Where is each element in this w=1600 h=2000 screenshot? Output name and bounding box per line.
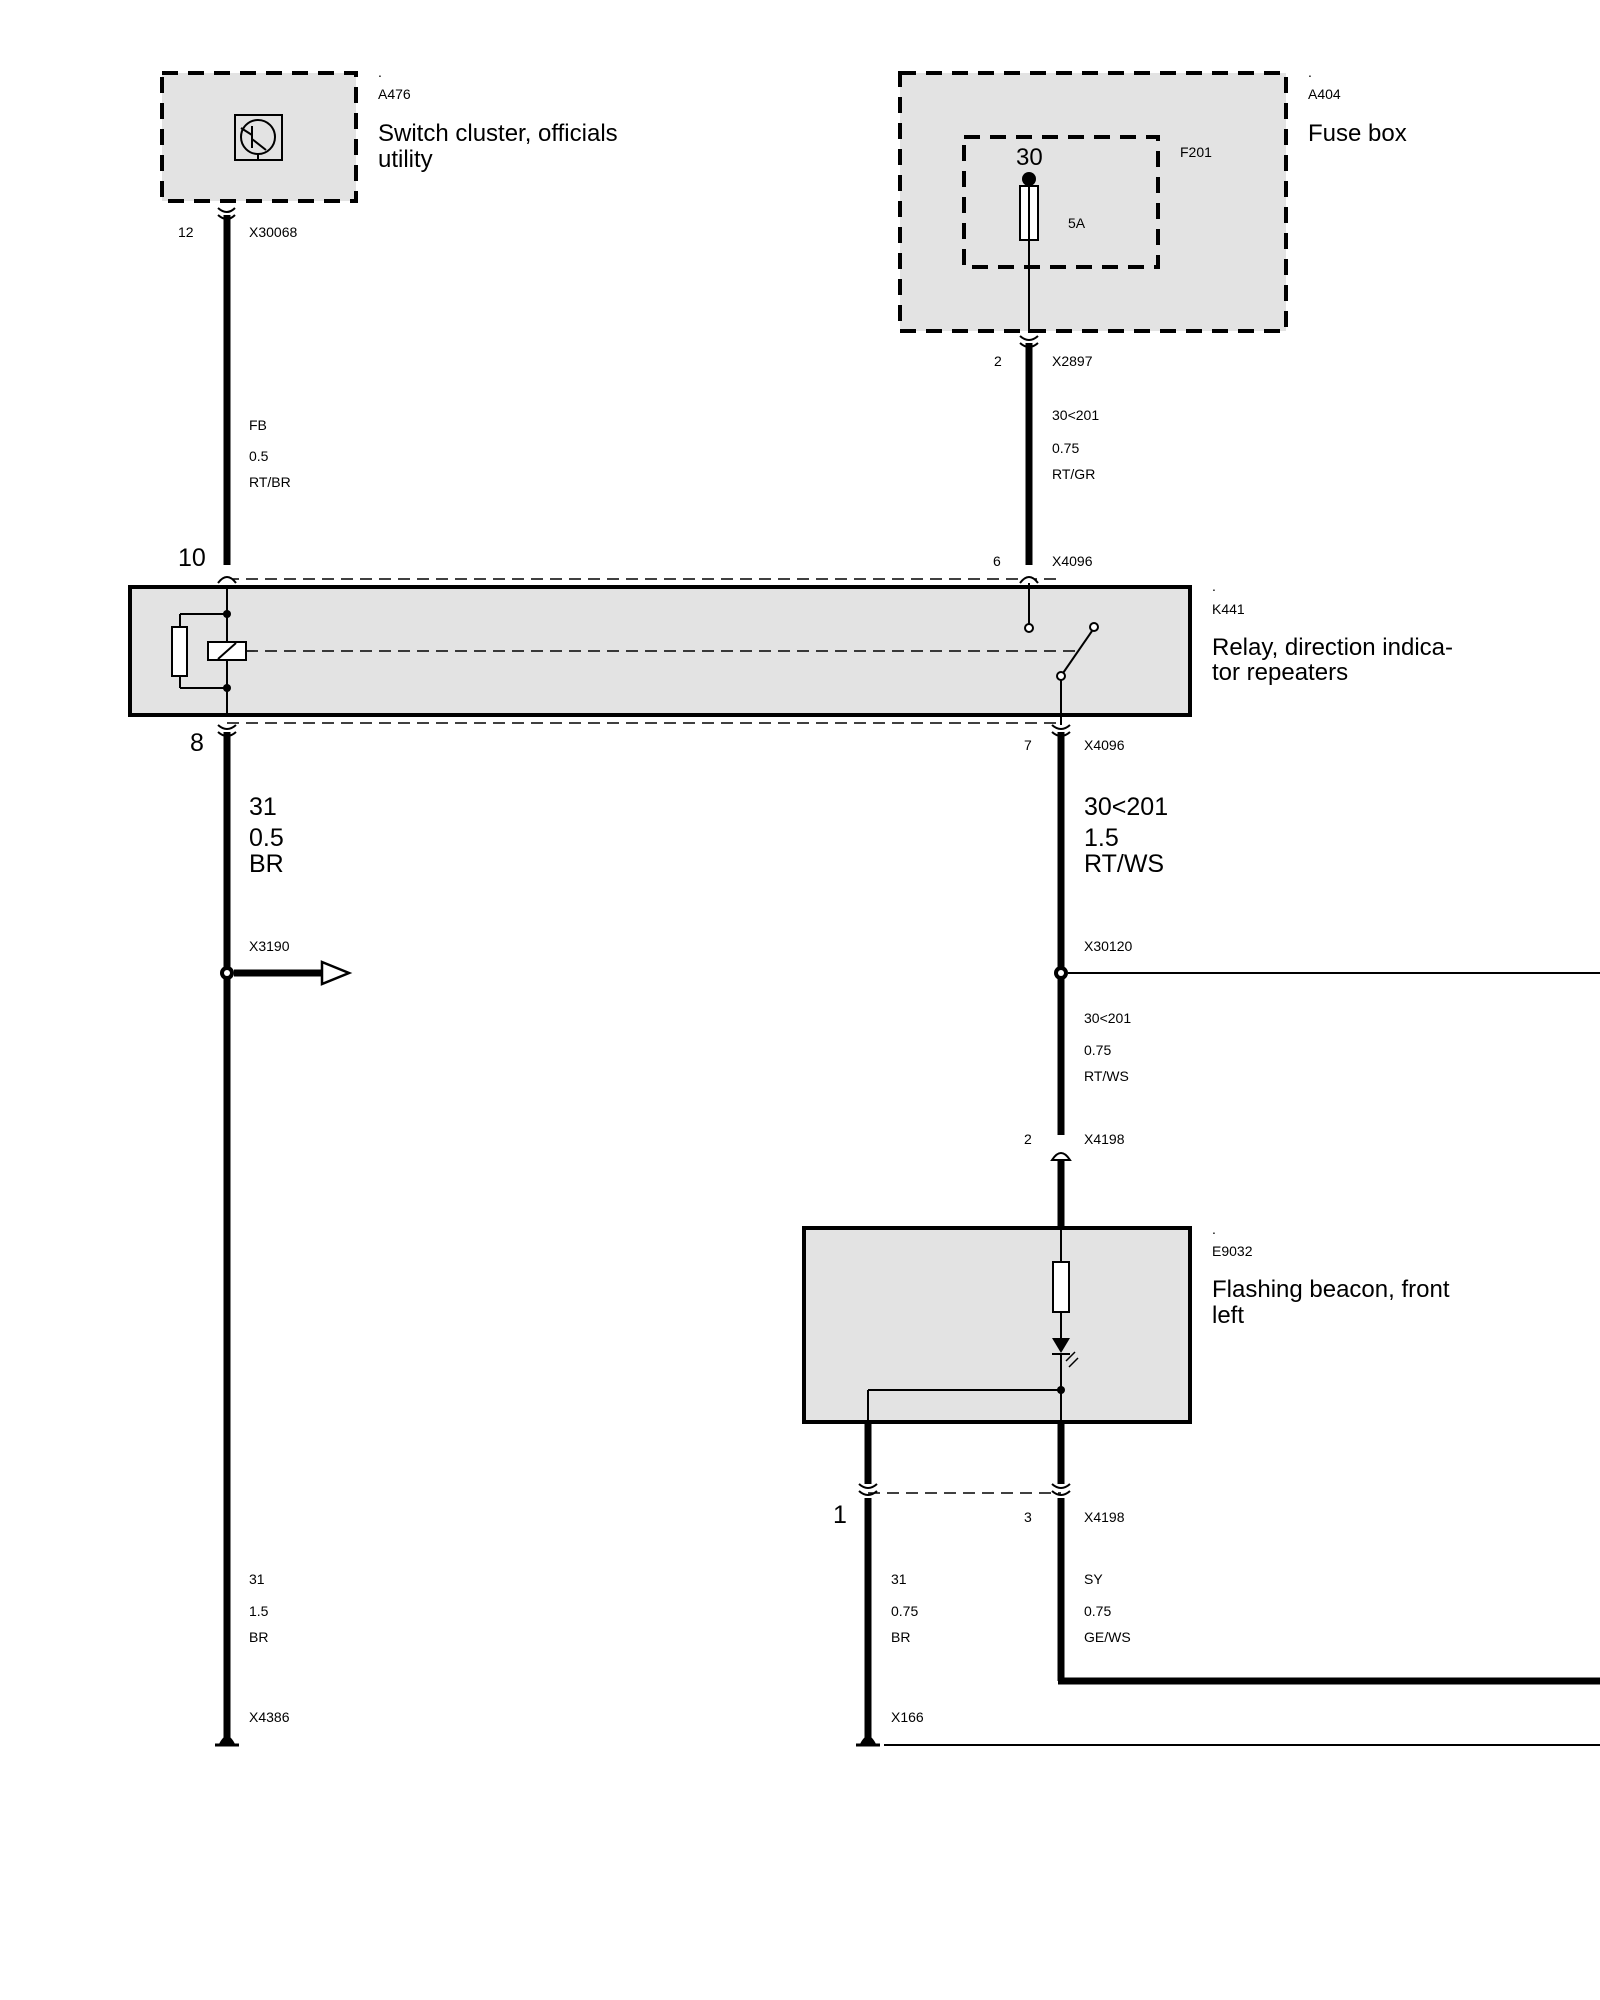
led-icon xyxy=(1052,1338,1070,1353)
wire-rtws-075-signal: 30<201 xyxy=(1084,1010,1131,1026)
component-e9032: . E9032 Flashing beacon, front left xyxy=(802,1221,1450,1424)
ground-x166-icon xyxy=(860,1736,876,1744)
switch-contact-nc xyxy=(1024,623,1034,633)
resistor-icon xyxy=(1052,1261,1070,1313)
a476-name-line1: Switch cluster, officials xyxy=(378,120,618,147)
switch-arm xyxy=(1060,630,1093,677)
a476-id: A476 xyxy=(378,86,411,102)
e9032-dot: . xyxy=(1212,1221,1216,1237)
x30120-id: X30120 xyxy=(1084,938,1132,954)
wire-fb-size: 0.5 xyxy=(249,448,269,464)
f201-rating: 5A xyxy=(1068,215,1086,231)
x4096-pin-7: 7 xyxy=(1024,737,1032,753)
wire-fb-signal: FB xyxy=(249,417,267,433)
x4096-top-id: X4096 xyxy=(1052,553,1093,569)
x2897-pin: 2 xyxy=(994,353,1002,369)
wire-fb-color: RT/BR xyxy=(249,474,291,490)
x4198-pin-3: 3 xyxy=(1024,1509,1032,1525)
x4096-pin-6: 6 xyxy=(993,553,1001,569)
wire-rtgr-size: 0.75 xyxy=(1052,440,1079,456)
component-a404: . A404 Fuse box F201 30 5A xyxy=(898,64,1407,333)
e9032-name-line2: left xyxy=(1212,1302,1244,1329)
x4096-bottom-id: X4096 xyxy=(1084,737,1125,753)
x30068-id: X30068 xyxy=(249,224,297,240)
ground-x4386-icon xyxy=(219,1736,235,1744)
a404-id: A404 xyxy=(1308,86,1341,102)
wire-31-05-color: BR xyxy=(249,850,284,878)
wire-31-075-size: 0.75 xyxy=(891,1603,918,1619)
component-k441: . K441 Relay, direction indica- tor repe… xyxy=(128,544,1453,757)
wire-31-075-color: BR xyxy=(891,1629,910,1645)
wire-31-05-signal: 31 xyxy=(249,793,277,821)
wire-31-left: 31 0.5 BR X3190 31 1.5 BR X4386 xyxy=(215,724,353,1747)
x166-id: X166 xyxy=(891,1709,924,1725)
wire-31-15-signal: 31 xyxy=(249,1571,265,1587)
e9032-id: E9032 xyxy=(1212,1243,1253,1259)
f201-box xyxy=(962,135,1160,269)
x4198-bottom-id: X4198 xyxy=(1084,1509,1125,1525)
wire-sy-color: GE/WS xyxy=(1084,1629,1131,1645)
a476-dot: . xyxy=(378,64,382,80)
f201-id: F201 xyxy=(1180,144,1212,160)
x4096-pin-8: 8 xyxy=(190,729,204,757)
a476-name-line2: utility xyxy=(378,146,433,173)
x4198-pin-2: 2 xyxy=(1024,1131,1032,1147)
x4198-top-id: X4198 xyxy=(1084,1131,1125,1147)
wire-fb: 12 X30068 FB 0.5 RT/BR xyxy=(178,207,297,565)
wire-31-15-color: BR xyxy=(249,1629,268,1645)
x4386-id: X4386 xyxy=(249,1709,290,1725)
resistor-icon xyxy=(171,626,188,677)
k441-id: K441 xyxy=(1212,601,1245,617)
x4096-pin-10: 10 xyxy=(178,544,206,572)
wire-30-201-right: 30<201 1.5 RT/WS X30120 30<201 0.75 RT/W… xyxy=(1024,724,1600,1228)
wire-rtws-15-color: RT/WS xyxy=(1084,850,1164,878)
a404-name: Fuse box xyxy=(1308,120,1407,147)
transistor-icon xyxy=(234,114,283,161)
a404-dot: . xyxy=(1308,64,1312,80)
wire-sy-size: 0.75 xyxy=(1084,1603,1111,1619)
k441-name-line1: Relay, direction indica- xyxy=(1212,634,1453,661)
a476-box xyxy=(160,71,358,203)
wire-31-15-size: 1.5 xyxy=(249,1603,269,1619)
e9032-output-wires: 1 3 X4198 31 0.75 BR X166 SY 0.75 GE/WS xyxy=(833,1422,1600,1747)
component-a476: . A476 Switch cluster, officials utility xyxy=(160,64,618,203)
k441-dot: . xyxy=(1212,578,1216,594)
e9032-box xyxy=(802,1226,1192,1424)
wire-31-05-size: 0.5 xyxy=(249,824,284,852)
wire-rtws-15-size: 1.5 xyxy=(1084,824,1119,852)
x2897-id: X2897 xyxy=(1052,353,1093,369)
f201-terminal: 30 xyxy=(1016,144,1043,171)
k441-name-line2: tor repeaters xyxy=(1212,659,1348,686)
e9032-name-line1: Flashing beacon, front xyxy=(1212,1276,1450,1303)
wire-rtws-075-color: RT/WS xyxy=(1084,1068,1129,1084)
wire-31-075-signal: 31 xyxy=(891,1571,907,1587)
wire-rtgr-color: RT/GR xyxy=(1052,466,1095,482)
x4198-pin-1: 1 xyxy=(833,1501,847,1529)
wire-rtws-075-size: 0.75 xyxy=(1084,1042,1111,1058)
x30068-pin: 12 xyxy=(178,224,194,240)
x3190-id: X3190 xyxy=(249,938,290,954)
wire-sy-signal: SY xyxy=(1084,1571,1103,1587)
arrow-right-icon xyxy=(320,960,353,986)
wire-30-201-rtgr: 2 X2897 30<201 0.75 RT/GR xyxy=(994,335,1099,565)
switch-contact-no xyxy=(1089,622,1099,632)
wire-rtws-15-signal: 30<201 xyxy=(1084,793,1168,821)
wire-rtgr-signal: 30<201 xyxy=(1052,407,1099,423)
